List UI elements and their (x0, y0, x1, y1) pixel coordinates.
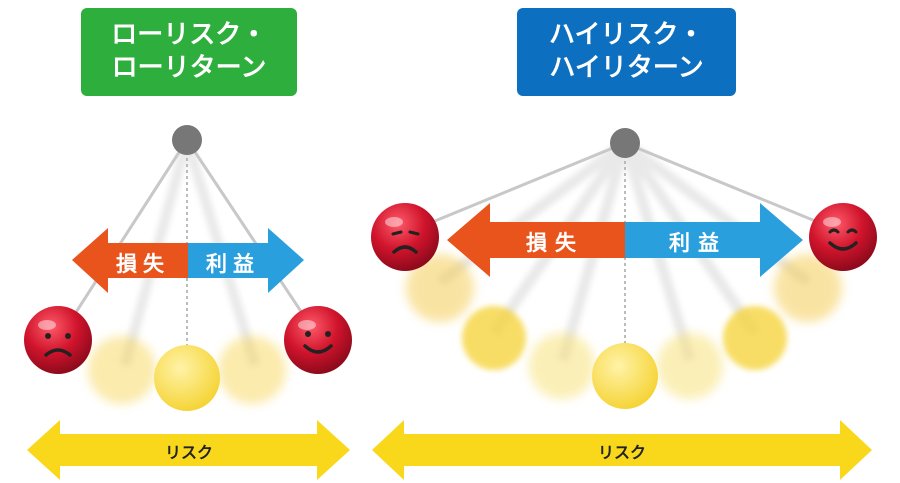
right-pendulum: 損失 利益 リスク (371, 128, 877, 480)
right-ghost-ball-6 (774, 254, 842, 322)
right-string-loss (407, 141, 626, 234)
right-ghost-ball-2 (462, 306, 526, 370)
left-center-ball (154, 345, 220, 411)
right-center-ball (592, 343, 658, 409)
left-title-line2: ローリターン (111, 53, 267, 83)
left-ghost-ball-1 (88, 336, 156, 404)
left-title-line1: ローリスク・ (111, 20, 267, 50)
left-gain-label: 利益 (206, 252, 260, 276)
left-string-gain (185, 139, 320, 338)
left-risk-arrow (27, 420, 350, 480)
left-ghost-ball-2 (218, 336, 286, 404)
smile-face-icon (809, 203, 877, 271)
right-gain-arrow (625, 203, 803, 277)
sad-face-icon (371, 203, 439, 271)
right-risk-label: リスク (598, 443, 646, 462)
right-ghost-ball-3 (529, 333, 595, 399)
right-ghost-ball-5 (723, 306, 787, 370)
right-title-line1: ハイリスク・ (549, 20, 704, 50)
sad-face-icon (24, 306, 92, 374)
left-pivot (172, 125, 202, 155)
right-ghost-ball-4 (657, 333, 723, 399)
left-panel-title: ローリスク・ ローリターン (81, 8, 297, 96)
right-string-gain (624, 141, 843, 234)
left-loss-label: 損失 (116, 252, 170, 276)
left-risk-label: リスク (165, 443, 213, 462)
left-string-loss (58, 139, 189, 338)
right-loss-arrow (447, 203, 625, 277)
right-ghost-ball-1 (406, 254, 474, 322)
left-loss-arrow (72, 228, 188, 293)
smile-face-icon (284, 306, 352, 374)
right-panel-title: ハイリスク・ ハイリターン (517, 8, 736, 96)
right-title-line2: ハイリターン (549, 53, 704, 83)
left-gain-arrow (188, 228, 304, 293)
right-loss-label: 損失 (526, 231, 584, 255)
right-pivot (610, 128, 640, 158)
right-gain-label: 利益 (669, 231, 727, 255)
left-pendulum: 損失 利益 リスク (24, 125, 352, 480)
right-risk-arrow (372, 420, 872, 480)
